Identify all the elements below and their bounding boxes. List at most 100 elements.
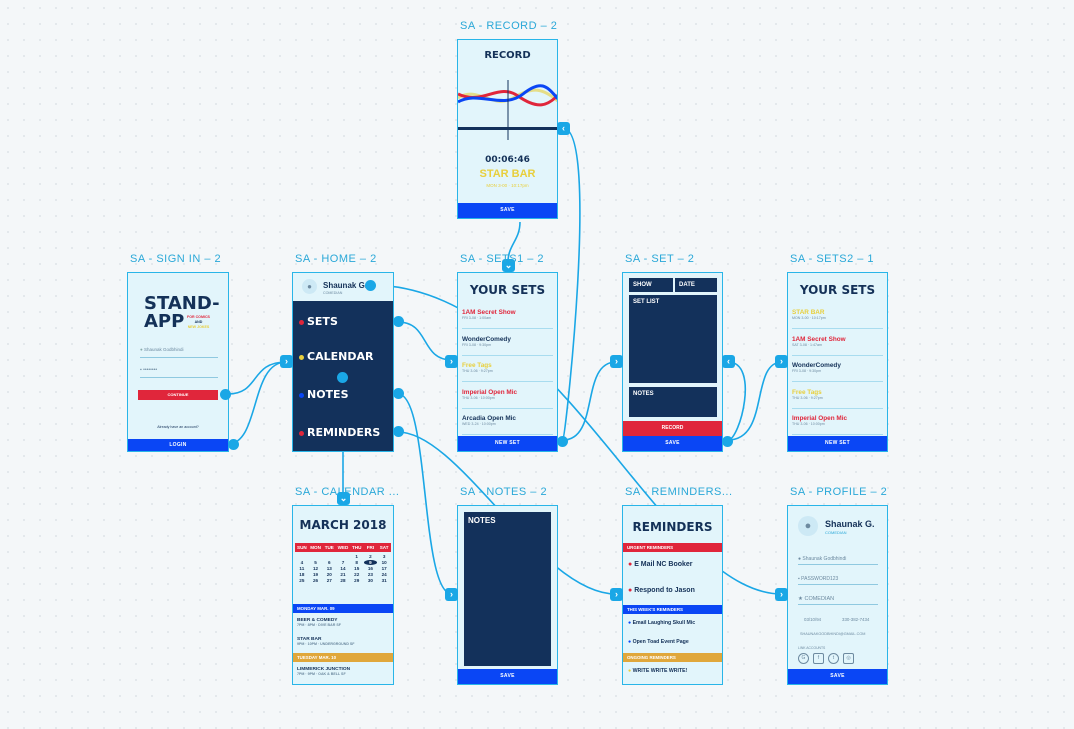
calendar-day[interactable]: 12: [313, 566, 319, 571]
sets2-new-set-button[interactable]: NEW SET: [788, 436, 887, 451]
home-calendar-hotspot[interactable]: [337, 372, 348, 383]
date-field[interactable]: DATE: [675, 278, 717, 292]
profile-back-hotspot[interactable]: ›: [775, 588, 788, 601]
calendar-day[interactable]: 17: [381, 566, 387, 571]
calendar-day[interactable]: 11: [299, 566, 305, 571]
home-profile-hotspot[interactable]: [365, 280, 376, 291]
password-field[interactable]: ▪ ••••••••: [140, 367, 218, 378]
profile-email[interactable]: SHAUNAKGODBHINDI@GMAIL.COM: [800, 632, 866, 636]
calendar-day[interactable]: 24: [381, 572, 387, 577]
notes-back-hotspot[interactable]: ›: [445, 588, 458, 601]
notes-area[interactable]: NOTES: [464, 512, 551, 666]
reminder-urgent-1[interactable]: ● E Mail NC Booker: [628, 561, 693, 568]
signin-login-hotspot[interactable]: [228, 439, 239, 450]
calendar-day[interactable]: 3: [382, 554, 386, 559]
reminders-back-hotspot[interactable]: ›: [610, 588, 623, 601]
calendar-day[interactable]: 5: [314, 560, 317, 565]
profile-save-button[interactable]: SAVE: [788, 669, 887, 684]
home-reminders-hotspot[interactable]: [393, 426, 404, 437]
home-notes-hotspot[interactable]: [393, 388, 404, 399]
record-back-hotspot[interactable]: ‹: [557, 122, 570, 135]
event-3[interactable]: LIMMERICK JUNCTION 7PM · 9PM · OAK & BEL…: [297, 667, 350, 676]
instagram-icon[interactable]: ◎: [843, 653, 854, 664]
signin-screen[interactable]: STAND- APP FOR COMICS AND NEW JOKES ● Sh…: [127, 272, 229, 452]
calendar-day[interactable]: 19: [313, 572, 319, 577]
reminder-week-2[interactable]: ● Open Toad Event Page: [628, 639, 689, 645]
set-save-hotspot[interactable]: [722, 436, 733, 447]
facebook-icon[interactable]: f: [813, 653, 824, 664]
calendar-day[interactable]: 22: [354, 572, 360, 577]
sets1-newset-hotspot[interactable]: [557, 436, 568, 447]
record-button[interactable]: RECORD: [623, 421, 722, 436]
notes-screen[interactable]: NOTES SAVE: [457, 505, 558, 685]
calendar-day[interactable]: 27: [326, 578, 332, 583]
calendar-day[interactable]: 6: [328, 560, 331, 565]
show-field[interactable]: SHOW: [629, 278, 673, 292]
calendar-day[interactable]: 31: [381, 578, 387, 583]
set-forward-hotspot[interactable]: ‹: [722, 355, 735, 368]
reminder-week-1[interactable]: ● Email Laughing Skull Mic: [628, 620, 695, 626]
calendar-day[interactable]: 15: [354, 566, 360, 571]
calendar-day[interactable]: 2: [369, 554, 372, 559]
record-link-hotspot[interactable]: ⌄: [502, 259, 515, 272]
username-field[interactable]: ● Shaunak Godbhindi: [140, 347, 218, 358]
calendar-day[interactable]: 28: [340, 578, 346, 583]
calendar-day[interactable]: 14: [340, 566, 346, 571]
calendar-day[interactable]: 21: [340, 572, 346, 577]
calendar-day[interactable]: 7: [341, 560, 345, 565]
google-icon[interactable]: G: [798, 653, 809, 664]
calendar-day[interactable]: 8: [355, 560, 358, 565]
home-back-hotspot[interactable]: ›: [280, 355, 293, 368]
calendar-day[interactable]: 20: [326, 572, 332, 577]
calendar-day[interactable]: 30: [367, 578, 373, 583]
calendar-day[interactable]: 25: [299, 578, 305, 583]
profile-password-field[interactable]: ▪ PASSWORD123: [798, 576, 878, 585]
home-menu-item-calendar[interactable]: CALENDAR: [299, 350, 373, 363]
continue-button[interactable]: CONTINUE: [138, 390, 218, 400]
sets1-back-hotspot[interactable]: ›: [445, 355, 458, 368]
home-menu-item-sets[interactable]: SETS: [299, 315, 338, 328]
set-back-hotspot[interactable]: ›: [610, 355, 623, 368]
home-sets-hotspot[interactable]: [393, 316, 404, 327]
calendar-day[interactable]: 9: [363, 560, 378, 565]
login-button[interactable]: LOGIN: [128, 439, 228, 451]
profile-phone[interactable]: 330-382-7434: [842, 617, 870, 622]
reminders-screen[interactable]: REMINDERS URGENT REMINDERS ● E Mail NC B…: [622, 505, 723, 685]
event-1[interactable]: BEER & COMEDY 7PM · 8PM · DIVE BAR SF: [297, 618, 341, 627]
calendar-day[interactable]: 4: [300, 560, 304, 565]
home-screen[interactable]: ● Shaunak G. COMEDIAN SETS CALENDAR NOTE…: [292, 272, 394, 452]
profile-username-field[interactable]: ● Shaunak Godbhindi: [798, 556, 878, 565]
calendar-day[interactable]: 13: [326, 566, 332, 571]
event-2[interactable]: STAR BAR 9PM · 10PM · UNDERGROUND SF: [297, 637, 355, 646]
notes-save-button[interactable]: SAVE: [458, 669, 557, 684]
record-save-button[interactable]: SAVE: [458, 203, 557, 218]
calendar-day[interactable]: 16: [367, 566, 373, 571]
profile-type-field[interactable]: ★ COMEDIAN: [798, 596, 878, 605]
reminder-ongoing-1[interactable]: ● WRITE WRITE WRITE!: [628, 668, 687, 674]
sets2-back-hotspot[interactable]: ›: [775, 355, 788, 368]
profile-screen[interactable]: ● Shaunak G. COMEDIAN ● Shaunak Godbhind…: [787, 505, 888, 685]
calendar-day[interactable]: 23: [367, 572, 373, 577]
set-notes-area[interactable]: NOTES: [629, 387, 717, 417]
calendar-day[interactable]: 1: [355, 554, 358, 559]
home-menu-item-notes[interactable]: NOTES: [299, 388, 349, 401]
calendar-day[interactable]: 18: [299, 572, 305, 577]
calendar-day[interactable]: 26: [313, 578, 319, 583]
reminder-urgent-2[interactable]: ● Respond to Jason: [628, 587, 695, 594]
record-screen[interactable]: RECORD 00:06:46 STAR BAR MON 3-00 · 10:1…: [457, 39, 558, 219]
new-set-button[interactable]: NEW SET: [458, 436, 557, 451]
calendar-day[interactable]: 10: [381, 560, 387, 565]
profile-avatar[interactable]: ●: [798, 516, 818, 536]
twitter-icon[interactable]: t: [828, 653, 839, 664]
set-save-button[interactable]: SAVE: [623, 436, 722, 451]
